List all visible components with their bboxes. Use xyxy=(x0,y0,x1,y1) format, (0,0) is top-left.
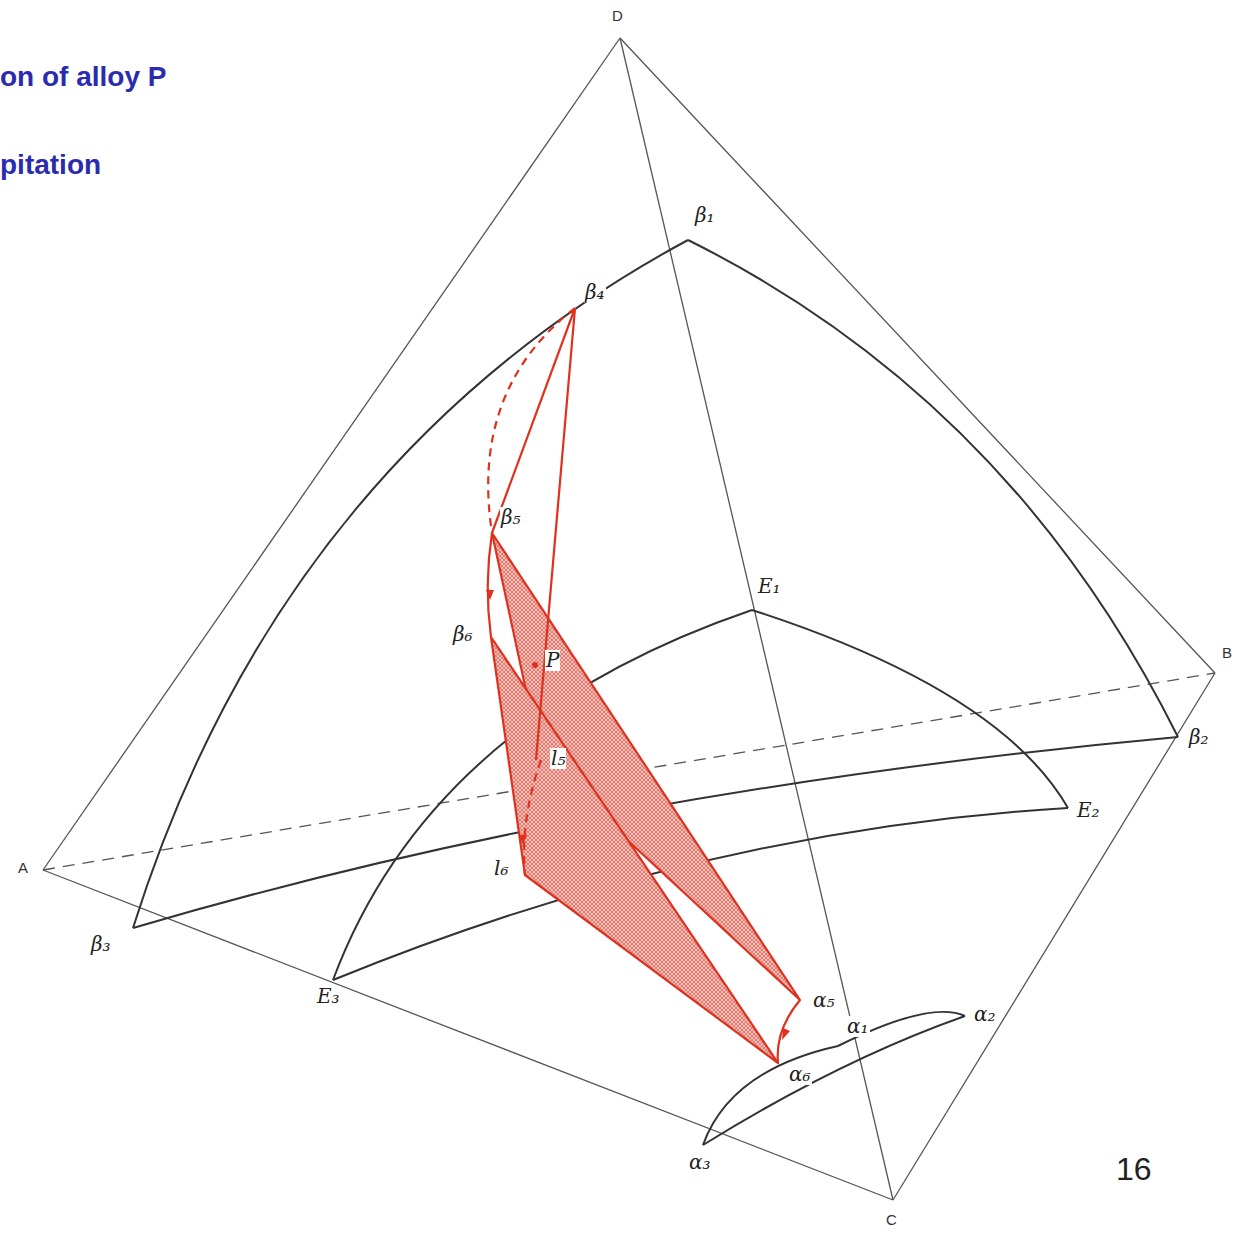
vertex-label: C xyxy=(886,1212,897,1228)
point-label: α₁ xyxy=(846,1016,870,1037)
point-label: E₃ xyxy=(316,986,341,1007)
point-label: β₆ xyxy=(452,624,474,645)
point-label: α₆ xyxy=(788,1064,812,1085)
point-label: E₂ xyxy=(1076,800,1101,821)
point-label: α₂ xyxy=(973,1004,997,1025)
point-label: β₂ xyxy=(1188,727,1210,748)
page-number: 16 xyxy=(1116,1153,1152,1187)
vertex-label: D xyxy=(612,8,623,24)
point-label: α₅ xyxy=(812,990,836,1011)
point-label: E₁ xyxy=(757,576,782,597)
point-label: β₁ xyxy=(694,205,716,226)
point-label: β₄ xyxy=(584,282,606,303)
point-label: P xyxy=(545,650,560,671)
vertex-label: B xyxy=(1222,645,1232,661)
vertex-label: A xyxy=(18,860,28,876)
point-label: β₅ xyxy=(500,507,522,528)
point-label: α₃ xyxy=(688,1152,712,1173)
point-label: l₆ xyxy=(493,858,509,879)
point-label: β₃ xyxy=(90,934,112,955)
heading-fragment: pitation xyxy=(0,150,101,179)
heading-fragment: on of alloy P xyxy=(0,62,166,91)
point-label: l₅ xyxy=(550,748,566,769)
